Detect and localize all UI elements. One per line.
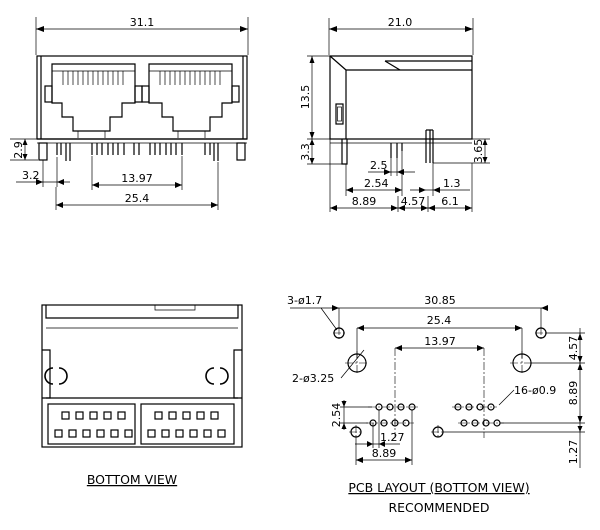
pcb-layout: 30.85 3-ø1.7 25.4 13.97 2-ø3.25 <box>287 294 585 515</box>
side-pin-extension-label: 3.65 <box>472 139 485 164</box>
front-pins <box>38 142 246 161</box>
left-rj45-port <box>44 63 143 138</box>
front-pin-height-label: 2.9 <box>12 141 25 159</box>
side-front-label: 6.1 <box>441 195 459 208</box>
front-port-pitch-label: 25.4 <box>125 192 150 205</box>
side-pin-gap-label: 2.5 <box>370 159 388 172</box>
pcb-hole-pitch-label: 25.4 <box>427 314 452 327</box>
bottom-view: BOTTOM VIEW <box>41 304 243 487</box>
pcb-v-top-label: 4.57 <box>567 336 580 361</box>
front-edge-offset-label: 3.2 <box>22 169 40 182</box>
pcb-signal-holes-callout: 16-ø0.9 <box>514 384 556 397</box>
side-depth-label: 21.0 <box>388 16 413 29</box>
pcb-recommended-caption: RECOMMENDED <box>388 500 489 515</box>
pcb-v-bottom-label: 1.27 <box>567 440 580 465</box>
right-rj45-port <box>141 63 240 138</box>
pcb-row-offset-label: 2.54 <box>330 403 343 428</box>
side-pin-offset-label: 2.54 <box>364 177 389 190</box>
front-view: 31.1 <box>10 16 249 210</box>
bottom-view-caption: BOTTOM VIEW <box>87 472 177 487</box>
side-mid-label: 4.57 <box>401 195 426 208</box>
pcb-layout-caption: PCB LAYOUT (BOTTOM VIEW) <box>348 480 529 495</box>
bottom-pin-pads <box>54 411 226 438</box>
pcb-pin-pitch-label: 1.27 <box>380 431 405 444</box>
pcb-overall-label: 30.85 <box>424 294 456 307</box>
side-body-height-label: 13.5 <box>299 85 312 110</box>
side-tail-pitch-label: 1.3 <box>443 177 461 190</box>
pcb-mount-holes-callout: 3-ø1.7 <box>287 294 322 307</box>
front-width-label: 31.1 <box>130 16 155 29</box>
pcb-row-span-label: 8.89 <box>372 447 397 460</box>
pcb-pin-span-label: 13.97 <box>424 335 456 348</box>
front-pin-span-label: 13.97 <box>121 172 153 185</box>
pcb-v-mid-label: 8.89 <box>567 381 580 406</box>
pcb-signal-holes <box>349 403 504 439</box>
pcb-locating-holes-callout: 2-ø3.25 <box>292 372 334 385</box>
side-pin-length-label: 3.3 <box>299 143 312 161</box>
side-view: 21.0 13.5 3.3 3.65 <box>299 16 490 212</box>
side-rear-label: 8.89 <box>352 195 377 208</box>
